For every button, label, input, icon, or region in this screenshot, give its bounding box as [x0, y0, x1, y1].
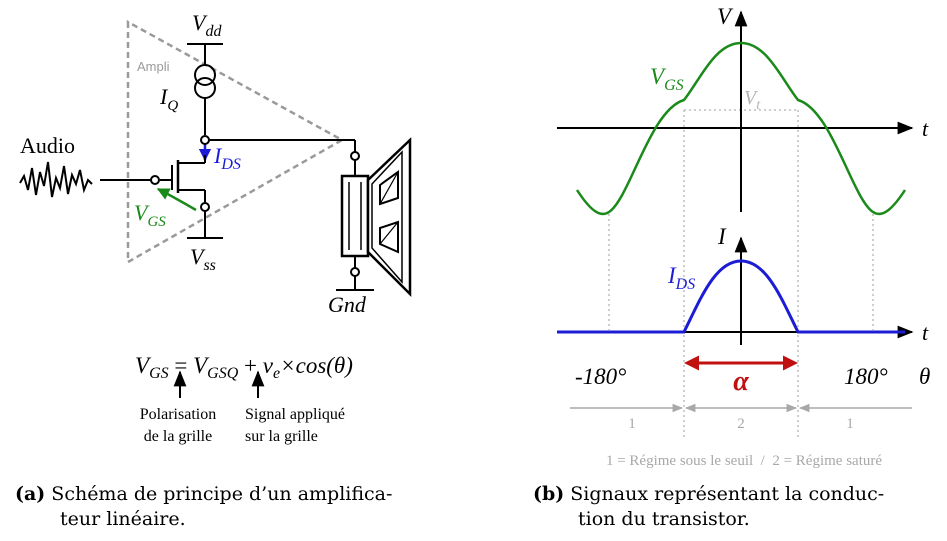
regime-legend: 1 = Régime sous le seuil / 2 = Régime sa… — [606, 453, 882, 469]
annotation-polarisation-line1: Polarisation — [140, 406, 216, 423]
annotation-signal-line1: Signal appliqué — [245, 406, 345, 423]
audio-label: Audio — [20, 133, 75, 158]
region-2: 2 — [737, 416, 745, 432]
vdd-label: Vdd — [192, 10, 222, 40]
speaker-symbol — [336, 137, 412, 298]
region-1-left: 1 — [628, 416, 636, 432]
neg180-label: -180° — [575, 364, 626, 389]
gnd-label: Gnd — [328, 292, 367, 317]
caption-b-line2: tion du transistor. — [578, 508, 750, 530]
amplifier-triangle — [126, 19, 345, 265]
caption-a-line2: teur linéaire. — [60, 508, 186, 530]
ids-label: IDS — [213, 143, 241, 173]
v-axis-label: V — [717, 4, 734, 29]
caption-b: (b)Signaux représentant la conduc- — [533, 482, 943, 507]
ampli-label: Ampli — [137, 59, 170, 74]
vgs-equation: VGS = VGSQ + ve×cos(θ) — [135, 353, 353, 383]
caption-a: (a)Schéma de principe d’un amplifica- — [15, 482, 475, 507]
i-axis-label: I — [717, 224, 727, 249]
alpha-label: α — [733, 366, 749, 397]
annotation-signal-line2: sur la grille — [245, 428, 318, 445]
region-1-right: 1 — [846, 416, 854, 432]
t-axis-label-upper: t — [922, 116, 929, 141]
iq-label: IQ — [159, 84, 178, 114]
caption-b-line1: Signaux représentant la conduc- — [570, 483, 885, 505]
vt-label: Vt — [744, 87, 761, 113]
caption-b-cont: tion du transistor. — [578, 507, 938, 532]
pos180-label: 180° — [844, 364, 888, 389]
transistor-symbol — [160, 155, 206, 203]
ids-curve-label: IDS — [667, 263, 695, 293]
t-axis-label-lower: t — [922, 320, 929, 345]
vss-label: Vss — [190, 244, 216, 274]
audio-waveform — [19, 161, 93, 198]
current-source-symbol — [194, 64, 216, 99]
caption-b-label: (b) — [533, 483, 565, 505]
caption-a-cont: teur linéaire. — [60, 507, 480, 532]
vgs-label: VGS — [134, 200, 166, 230]
annotation-polarisation-line2: de la grille — [144, 428, 212, 445]
caption-a-line1: Schéma de principe d’un amplifica- — [51, 483, 393, 505]
caption-a-label: (a) — [15, 483, 46, 505]
amplifier-schematic — [19, 19, 412, 398]
ids-curve — [557, 259, 905, 334]
vgs-curve-label: VGS — [650, 64, 684, 94]
waveform-plot — [557, 10, 914, 440]
vgs-cosine-curve — [575, 41, 907, 216]
theta-label: θ — [919, 364, 930, 389]
